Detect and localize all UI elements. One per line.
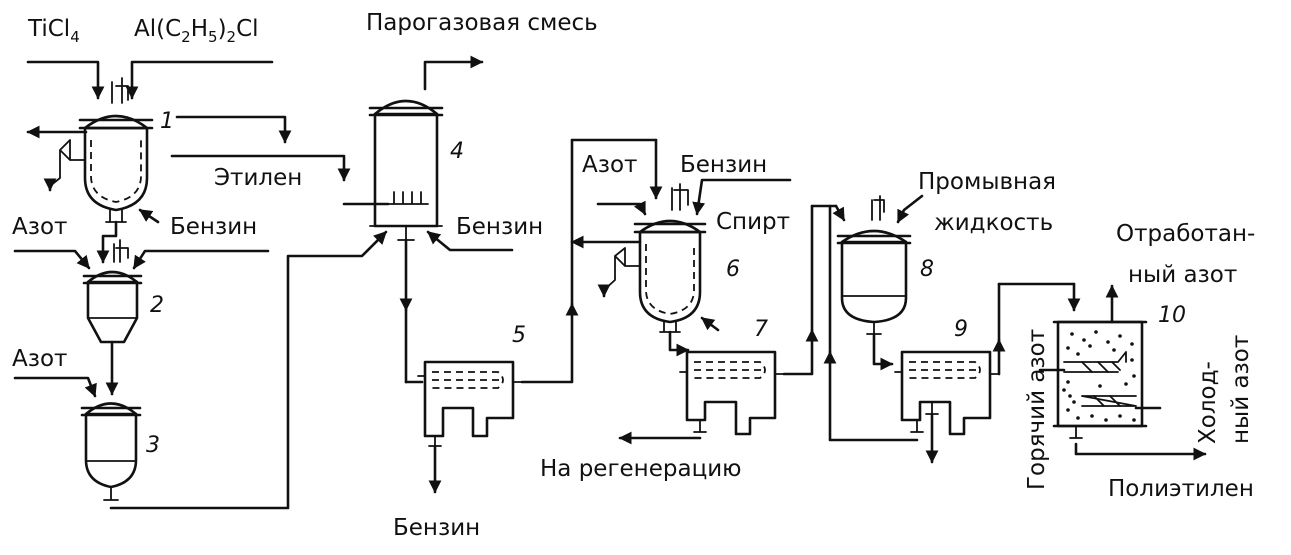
label-alcl: Al(C2H5)2Cl <box>134 16 259 46</box>
filter-9 <box>894 350 1000 436</box>
vessel-2 <box>82 239 143 344</box>
reactor-4-streams <box>109 55 514 510</box>
label-gasoline-reactor-4: Бензин <box>456 214 543 240</box>
equipment-number-2: 2 <box>150 293 164 318</box>
equipment-number-4: 4 <box>450 139 464 164</box>
label-cold-nitrogen-line-2: ный азот <box>1228 335 1254 444</box>
label-gasoline-vessel-6: Бензин <box>680 152 767 178</box>
label-wash-liquid-line-1: Промывная <box>918 169 1056 195</box>
equipment-number-7: 7 <box>754 317 768 342</box>
dryer-10-granules <box>1062 330 1136 422</box>
dryer-10 <box>1052 320 1148 428</box>
vessel-1-feeds <box>26 60 274 224</box>
vessel-2-to-3 <box>13 340 119 398</box>
equipment-number-3: 3 <box>146 433 160 458</box>
label-vapor-gas-mix: Парогазовая смесь <box>366 10 598 36</box>
filter-5-streams <box>428 138 663 494</box>
label-ethylene: Этилен <box>214 165 302 191</box>
equipment-number-1: 1 <box>160 109 174 134</box>
filter-7-streams <box>618 204 846 445</box>
equipment-number-9: 9 <box>954 317 968 342</box>
dryer-10-streams <box>1038 284 1207 461</box>
reactor-4 <box>368 99 444 241</box>
vessel-3 <box>80 402 142 501</box>
label-alcohol: Спирт <box>716 209 790 235</box>
label-ticl4: TiCl4 <box>27 16 80 46</box>
label-spent-nitrogen-line-1: Отработан- <box>1116 221 1255 247</box>
label-polyethylene: Полиэтилен <box>1108 476 1254 502</box>
label-hot-nitrogen: Горячий азот <box>1024 329 1050 490</box>
label-spent-nitrogen-line-2: ный азот <box>1128 262 1237 288</box>
equipment-number-10: 10 <box>1158 303 1186 328</box>
vessel-1 <box>49 77 154 223</box>
equipment-number-6: 6 <box>726 257 740 282</box>
label-gasoline-vessel-2: Бензин <box>170 214 257 240</box>
vessel-8-streams <box>872 194 924 371</box>
vessel-6 <box>603 183 707 333</box>
vessel-1-to-2 <box>96 220 118 264</box>
label-nitrogen-vessel-6: Азот <box>582 152 637 178</box>
label-wash-liquid-line-2: жидкость <box>934 210 1053 236</box>
filter-5 <box>417 360 523 447</box>
equipment-number-8: 8 <box>920 257 934 282</box>
filter-9-streams <box>823 204 1081 464</box>
label-nitrogen-vessel-2: Азот <box>12 214 67 240</box>
vessel-6-streams <box>570 178 792 357</box>
label-nitrogen-vessel-3: Азот <box>12 346 67 372</box>
label-gasoline-out: Бензин <box>393 515 480 541</box>
label-to-regeneration: На регенерацию <box>540 456 742 482</box>
vessel-8 <box>836 195 912 335</box>
label-cold-nitrogen-line-1: Холод- <box>1195 361 1221 444</box>
vessel-2-feeds <box>13 249 270 270</box>
equipment-number-5: 5 <box>512 323 526 348</box>
filter-7 <box>679 350 785 436</box>
